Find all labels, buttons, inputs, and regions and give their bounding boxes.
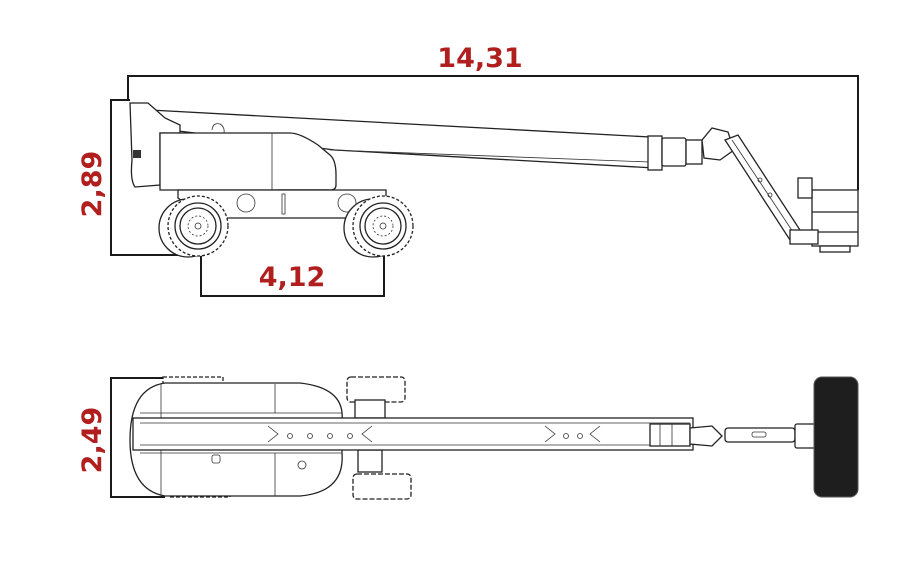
top-view-boom	[132, 417, 694, 451]
wheelbase-dimension: 4,12	[200, 232, 385, 297]
rear-wheel	[343, 195, 414, 258]
height-label: 2,89	[77, 151, 108, 218]
side-view: 14,31 2,89 4,12	[77, 43, 859, 297]
platform-side	[789, 177, 859, 253]
length-label: 14,31	[437, 43, 522, 74]
top-view-platform	[813, 376, 859, 498]
height-dimension: 2,89	[77, 99, 200, 256]
chassis	[177, 189, 387, 219]
width-dimension: 2,49	[77, 377, 165, 498]
width-label: 2,49	[77, 407, 108, 474]
length-dimension: 14,31	[127, 43, 859, 190]
top-view-jib	[689, 423, 818, 449]
top-view: 2,49	[77, 376, 859, 500]
control-box-icon	[133, 150, 141, 158]
jib-arm	[724, 134, 801, 242]
front-wheel	[158, 195, 229, 258]
wheelbase-label: 4,12	[259, 262, 326, 293]
